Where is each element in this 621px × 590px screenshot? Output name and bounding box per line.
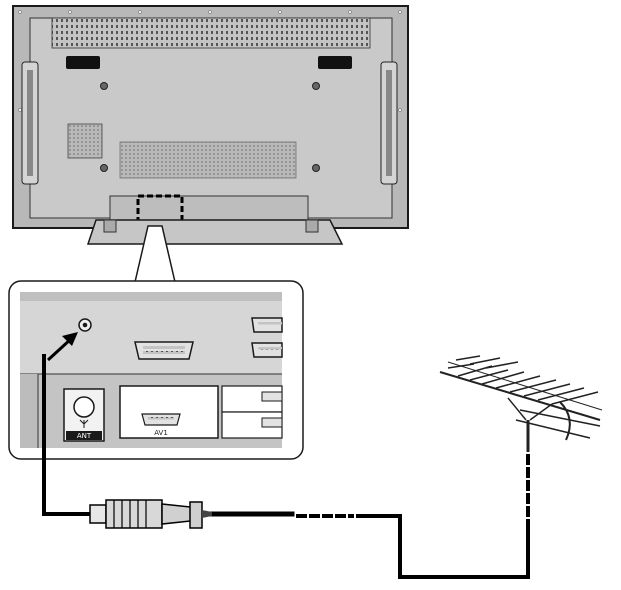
coax-plug bbox=[89, 499, 212, 529]
connection-arrow bbox=[46, 332, 78, 362]
antenna-icon bbox=[439, 355, 603, 452]
callout-zoom: ANT AV1 bbox=[8, 225, 304, 460]
tv-stand bbox=[86, 219, 344, 245]
antenna-cable bbox=[42, 354, 530, 579]
tv-rear-view bbox=[12, 5, 409, 245]
tv-back-panel bbox=[29, 17, 393, 219]
scart-connector bbox=[134, 341, 194, 360]
right-port-boxes bbox=[221, 385, 283, 439]
screw bbox=[100, 82, 108, 90]
av1-port-box: AV1 bbox=[119, 385, 219, 439]
av1-label: AV1 bbox=[154, 429, 168, 437]
ant-port: ANT bbox=[63, 388, 105, 442]
small-jack bbox=[78, 318, 92, 332]
screw bbox=[100, 164, 108, 172]
screw bbox=[312, 82, 320, 90]
speaker-grill bbox=[67, 123, 103, 159]
connector-bay bbox=[109, 195, 309, 223]
top-vent bbox=[51, 17, 371, 49]
scart-connector-right bbox=[251, 317, 283, 358]
handle-left bbox=[66, 56, 100, 69]
center-vent bbox=[119, 141, 297, 179]
ant-label: ANT bbox=[77, 432, 92, 440]
screw bbox=[312, 164, 320, 172]
handle-right bbox=[318, 56, 352, 69]
